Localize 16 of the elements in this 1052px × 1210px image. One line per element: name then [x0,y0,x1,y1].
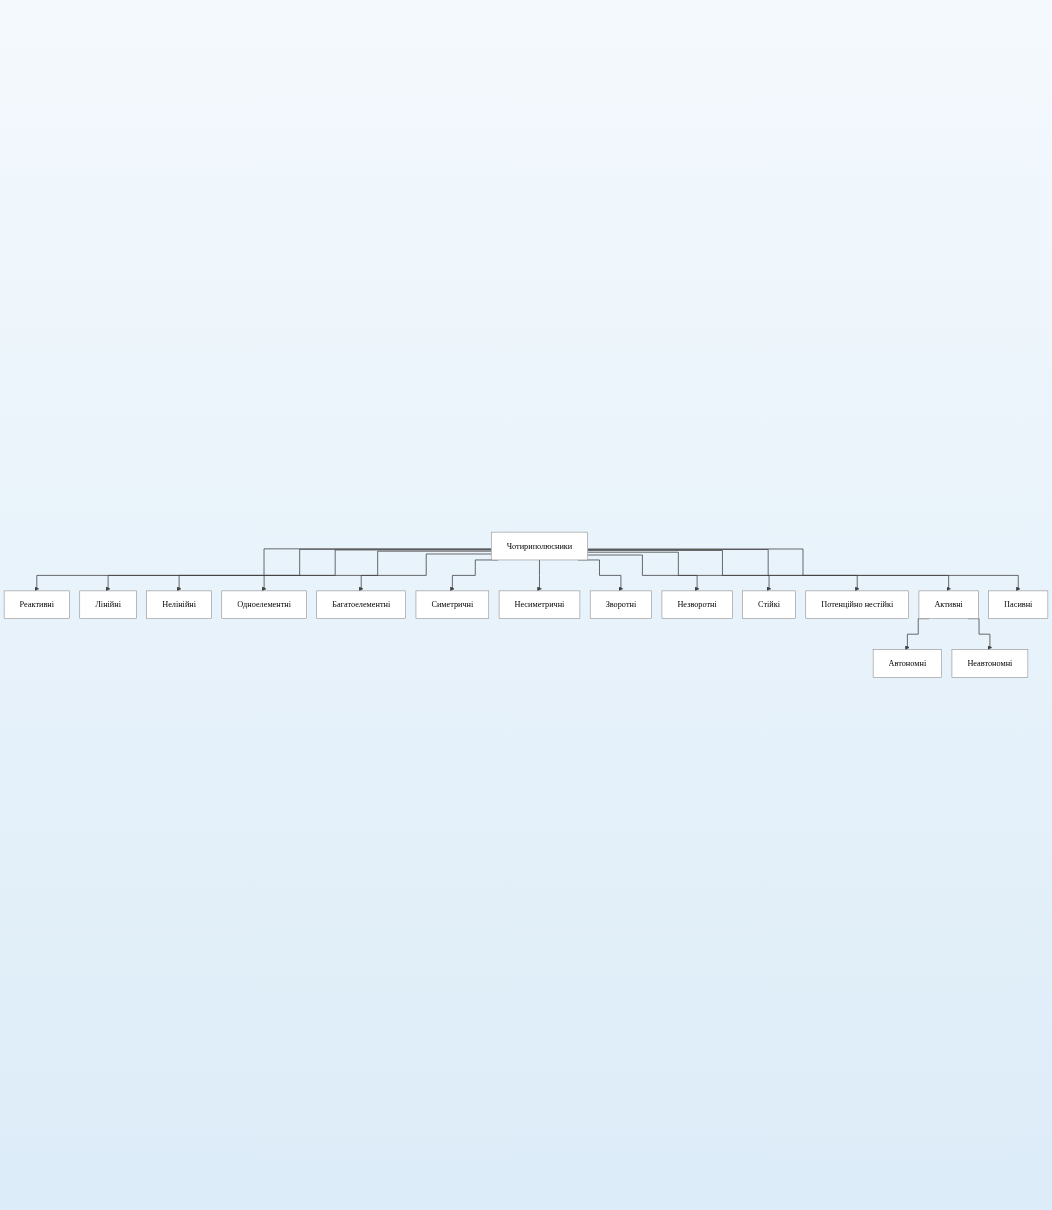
node-box: Зворотні [589,590,652,620]
node-box: Потенційно нестійкі [805,590,909,620]
node-box: Реактивні [3,590,70,620]
node-box: Автономні [872,649,942,678]
node-box: Несиметричні [498,590,581,620]
node-box: Симетричні [415,590,490,620]
node-box: Неавтономні [951,649,1029,678]
node-box: Активні [918,590,979,620]
node-box: Стійкі [742,590,796,620]
node-box: Нелінійні [146,590,212,620]
node-box: Чотириполюсники [491,532,588,561]
node-box: Лінійні [79,590,137,620]
node-box: Пасивні [988,590,1049,620]
node-box: Незворотні [661,590,733,620]
node-box: Багатоелементні [316,590,406,620]
node-box: Одноелементні [221,590,307,620]
